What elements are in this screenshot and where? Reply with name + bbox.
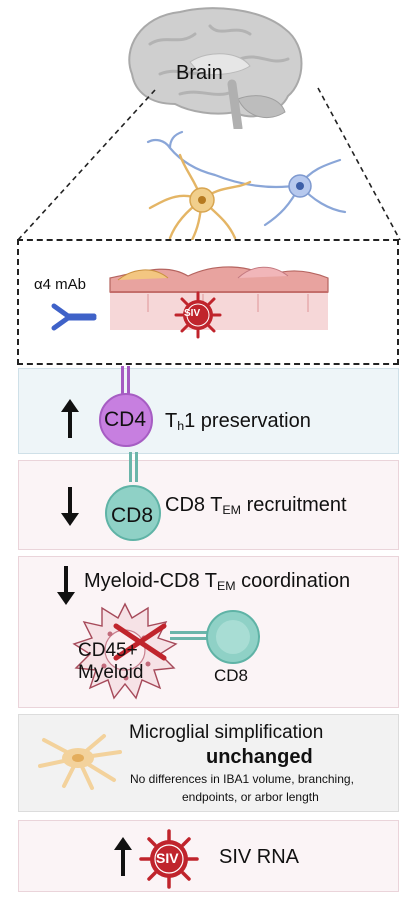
siv-virus-label: SIV (156, 850, 179, 866)
up-arrow-icon (61, 399, 79, 438)
microglia-title: Microglial simplification (129, 722, 324, 743)
inset-virus-label: SIV (184, 308, 201, 319)
antibody-label: α4 mAb (34, 276, 87, 293)
cd8-panel-text: CD8 TEM recruitment (165, 494, 347, 518)
cd4-panel (18, 368, 399, 454)
vessel-wall (109, 266, 329, 330)
siv-rna-panel (18, 820, 399, 892)
zoom-lines (17, 87, 401, 240)
virus-icon (139, 829, 199, 889)
myeloid-label-line1: CD45+ (78, 640, 138, 661)
cd8-panel (18, 460, 399, 550)
virus-icon (174, 291, 222, 339)
cd4-panel-text: Th1 preservation (165, 410, 311, 434)
down-arrow-icon (57, 566, 75, 605)
cd8-cell-icon (206, 610, 260, 664)
cd8-cell-icon (105, 485, 161, 541)
microglia-status: unchanged (206, 746, 313, 768)
cd4-cell-label: CD4 (104, 408, 147, 431)
myeloid-panel-text: Myeloid-CD8 TEM coordination (84, 570, 351, 594)
brain-illustration (120, 4, 310, 133)
myeloid-cd8-label: CD8 (214, 666, 249, 685)
up-arrow-icon (114, 837, 132, 876)
siv-rna-text: SIV RNA (219, 846, 300, 868)
microglia-detail-line2: endpoints, or arbor length (182, 790, 319, 804)
down-arrow-icon (61, 487, 79, 526)
vessel-inset (17, 239, 399, 365)
cd4-cell-icon (99, 393, 153, 447)
microglia-icon (38, 734, 122, 790)
neuron-illustration (146, 130, 347, 240)
cd8-cell-label: CD8 (111, 504, 154, 527)
myeloid-label-line2: Myeloid (78, 662, 144, 683)
cd4-receptor-icon (121, 366, 130, 394)
antibody-icon (51, 303, 97, 331)
inhibition-x-icon (113, 623, 167, 661)
brain-label: Brain (176, 62, 223, 84)
cd8-receptor-icon (170, 631, 208, 640)
microglia-detail-line1: No differences in IBA1 volume, branching… (130, 772, 354, 786)
cd8-receptor-icon (129, 452, 138, 482)
